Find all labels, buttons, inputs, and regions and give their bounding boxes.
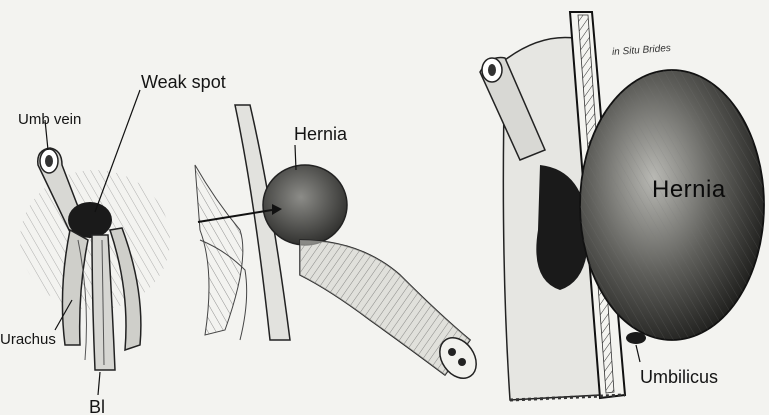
urachus-label: Urachus [0,332,56,347]
hernia-label-middle: Hernia [294,125,347,143]
right-panel-drawing [480,12,764,400]
hernia-label-right: Hernia [652,178,726,202]
weak-spot-label: Weak spot [141,73,226,91]
left-panel-drawing [20,90,170,395]
middle-panel-drawing [195,105,484,385]
umbilicus-label: Umbilicus [640,368,718,386]
umb-vein-label: Umb vein [18,112,81,127]
bladder-label: Bl [89,398,105,416]
